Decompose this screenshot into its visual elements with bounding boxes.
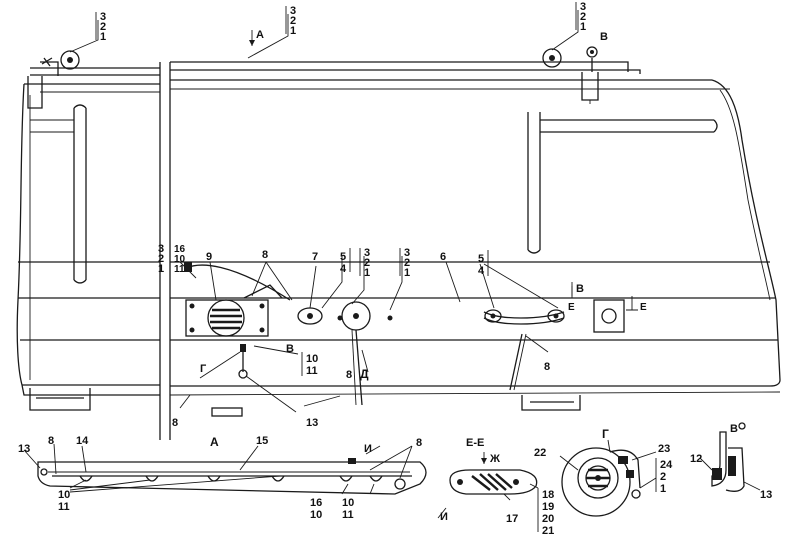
detail-ee: Е-Е Ж 17 18 19 20 21 И [437, 437, 554, 537]
label-5-left: 5 [340, 251, 346, 263]
label-b-lower: В [286, 343, 294, 355]
lock-plate [179, 261, 291, 337]
detail-ee-title: Е-Е [466, 437, 484, 449]
label-stack-left-upper-3: 3 [158, 243, 164, 255]
handle-d [341, 301, 393, 406]
label-9: 9 [206, 251, 212, 263]
label-stack-left-11: 11 [174, 264, 185, 275]
leader-lines [69, 10, 638, 413]
main-labels: 3 2 1 А 3 2 1 3 2 1 В 3 2 1 16 10 11 9 8… [95, 1, 647, 429]
detail-a-label-13: 13 [18, 443, 30, 455]
label-stack-top-left-3: 3 [100, 11, 106, 23]
detail-b-title: В [730, 423, 738, 435]
label-stack-top-mid-2: 2 [290, 15, 296, 27]
label-8-right: 8 [544, 361, 550, 373]
detail-a-view-i: И [364, 443, 372, 455]
label-stack-mid1-2: 2 [364, 257, 370, 269]
label-e-small: Е [568, 302, 575, 313]
label-e-right: Е [640, 302, 647, 313]
label-10-lower: 10 [306, 353, 318, 365]
label-4-right: 4 [478, 265, 485, 277]
label-stack-top-left-1: 1 [100, 31, 106, 43]
detail-ee-label-18: 18 [542, 489, 554, 501]
label-view-a-top: А [256, 29, 264, 41]
detail-ee-label-19: 19 [542, 501, 554, 513]
detail-g-label-23: 23 [658, 443, 670, 455]
label-stack-top-mid-3: 3 [290, 5, 296, 17]
detail-g-label-2: 2 [660, 471, 666, 483]
label-b-top: В [600, 31, 608, 43]
label-7: 7 [312, 251, 318, 263]
lower-latch [238, 344, 248, 379]
detail-a-label-8: 8 [48, 435, 54, 447]
detail-ee-label-17: 17 [506, 513, 518, 525]
detail-a-label-11-left: 11 [58, 501, 70, 513]
label-stack-mid2-2: 2 [404, 257, 410, 269]
detail-a-label-16: 16 [310, 497, 322, 509]
right-latches [483, 299, 625, 391]
detail-g-title: Г [602, 427, 609, 441]
label-11-lower: 11 [306, 365, 318, 377]
label-stack-mid2-1: 1 [404, 267, 410, 279]
latch-7 [297, 307, 343, 325]
detail-ee-label-20: 20 [542, 513, 554, 525]
label-13-bottom: 13 [306, 417, 318, 429]
label-stack-top-left-2: 2 [100, 21, 106, 33]
detail-g-label-24: 24 [660, 459, 673, 471]
label-stack-mid2-3: 3 [404, 247, 410, 259]
label-stack-left-10: 10 [174, 254, 186, 265]
detail-a-label-14: 14 [76, 435, 89, 447]
detail-a-label-11-right: 11 [342, 509, 354, 521]
label-8-mid: 8 [346, 369, 352, 381]
detail-a-label-15: 15 [256, 435, 268, 447]
label-g-lower: Г [200, 363, 207, 375]
label-6: 6 [440, 251, 446, 263]
label-stack-left-upper-2: 2 [158, 253, 164, 265]
detail-a-label-10-mid: 10 [310, 509, 322, 521]
label-stack-mid1-1: 1 [364, 267, 370, 279]
label-stack-top-right-2: 2 [580, 11, 586, 23]
label-stack-mid1-3: 3 [364, 247, 370, 259]
detail-b: В 12 13 [690, 422, 772, 501]
detail-g-label-22: 22 [534, 447, 546, 459]
detail-a-label-8-right: 8 [416, 437, 422, 449]
label-stack-top-right-3: 3 [580, 1, 586, 13]
label-stack-top-right-1: 1 [580, 21, 586, 33]
detail-ee-label-21: 21 [542, 525, 554, 537]
detail-g: Г 22 23 24 2 1 [534, 427, 673, 517]
detail-a-bolts [40, 458, 406, 490]
detail-ee-arrow-zh: Ж [489, 453, 500, 465]
label-stack-left-upper-1: 1 [158, 263, 164, 275]
door-panel-outline [16, 46, 781, 440]
label-stack-top-mid-1: 1 [290, 25, 296, 37]
detail-a-title: А [210, 435, 219, 449]
detail-ee-view-i: И [440, 511, 448, 523]
label-8-top: 8 [262, 249, 268, 261]
label-stack-left-16: 16 [174, 244, 186, 255]
detail-a-label-10-right: 10 [342, 497, 354, 509]
label-4-left: 4 [340, 263, 347, 275]
detail-b-label-13: 13 [760, 489, 772, 501]
label-5-right: 5 [478, 253, 484, 265]
detail-a: 13 8 14 А 15 И 8 10 11 16 10 10 11 [18, 435, 427, 521]
detail-b-label-12: 12 [690, 453, 702, 465]
label-8-bottom: 8 [172, 417, 178, 429]
detail-a-label-10-left: 10 [58, 489, 70, 501]
detail-g-label-1: 1 [660, 483, 666, 495]
label-d: Д [360, 367, 369, 381]
label-b-right: В [576, 283, 584, 295]
